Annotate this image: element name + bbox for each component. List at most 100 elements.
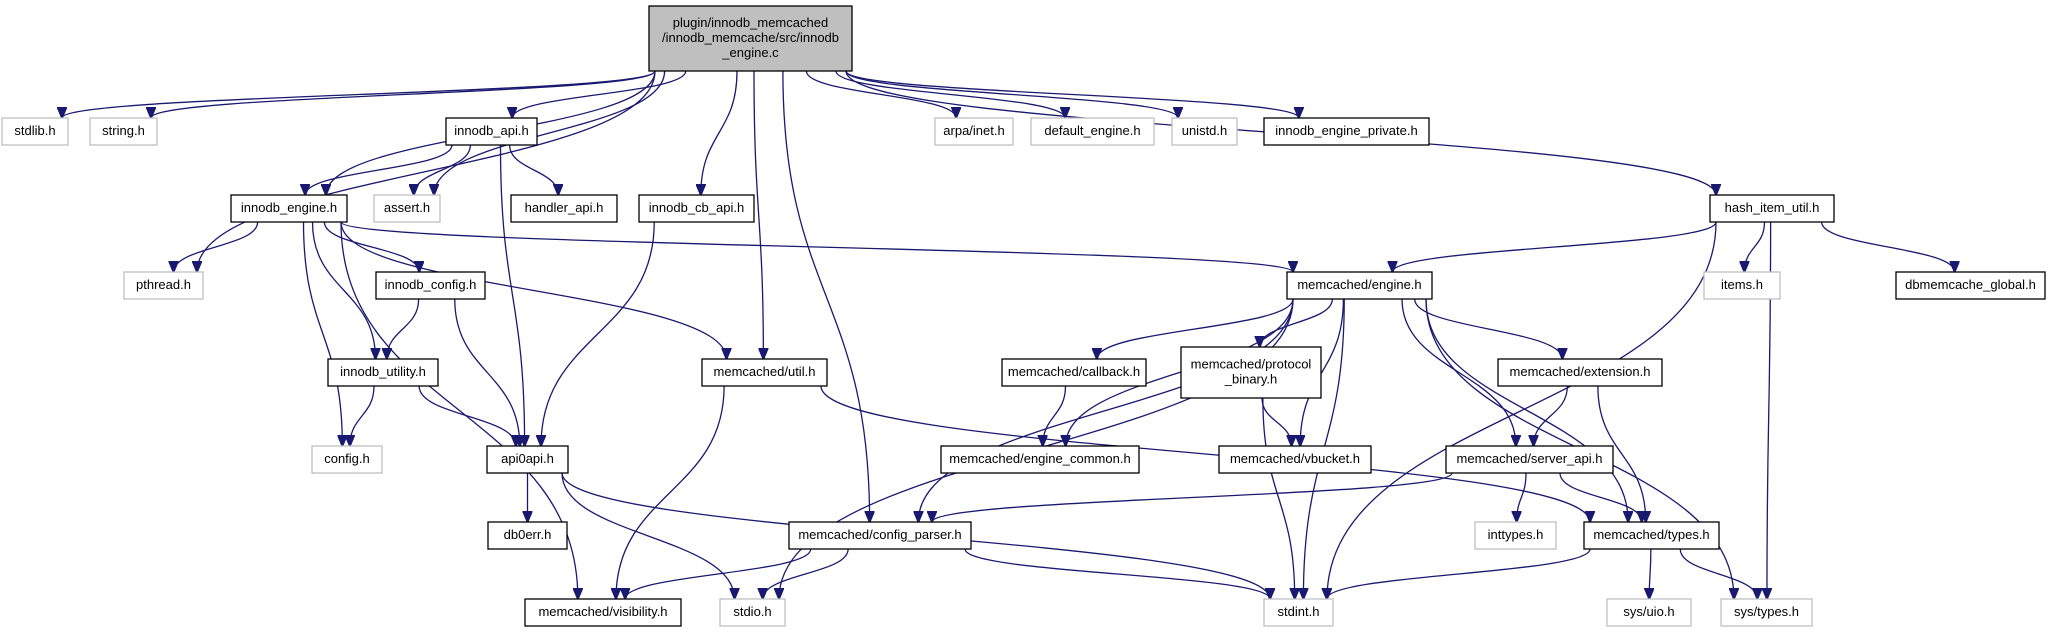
- edge-root-to-innodb_api: [512, 70, 687, 118]
- edge-mc_util-to-mc_types: [820, 385, 1590, 522]
- node-label: arpa/inet.h: [943, 123, 1004, 138]
- node-mc_config_parser[interactable]: memcached/config_parser.h: [788, 521, 972, 550]
- edge-innodb_cb_api-to-api0api: [541, 221, 655, 446]
- edge-mc_engine-to-mc_engine_common: [1066, 298, 1294, 446]
- node-box: [1474, 521, 1557, 550]
- edge-innodb_config-to-api0api: [454, 298, 520, 446]
- node-inttypes: inttypes.h: [1474, 521, 1557, 550]
- node-label: innodb_engine.h: [241, 200, 337, 215]
- edge-root-to-innodb_cb_api: [701, 70, 738, 195]
- node-box: [375, 271, 486, 300]
- node-label: inttypes.h: [1488, 527, 1544, 542]
- node-innodb_utility[interactable]: innodb_utility.h: [327, 358, 439, 387]
- node-innodb_api[interactable]: innodb_api.h: [445, 117, 538, 146]
- node-mc_engine[interactable]: memcached/engine.h: [1286, 271, 1433, 300]
- node-label: stdlib.h: [14, 123, 55, 138]
- node-label: stdio.h: [733, 604, 771, 619]
- edge-mc_server_api-to-inttypes: [1517, 472, 1527, 522]
- node-box: [1497, 358, 1663, 387]
- node-box: [1263, 117, 1430, 146]
- node-box: [701, 358, 828, 387]
- node-mc_vbucket[interactable]: memcached/vbucket.h: [1218, 445, 1372, 474]
- node-innodb_engine_private[interactable]: innodb_engine_private.h: [1263, 117, 1430, 146]
- edge-innodb_api-to-assert: [414, 144, 472, 195]
- node-api0api[interactable]: api0api.h: [486, 445, 569, 474]
- node-innodb_config[interactable]: innodb_config.h: [375, 271, 486, 300]
- edge-innodb_config-to-innodb_utility: [387, 298, 420, 359]
- node-default_engine: default_engine.h: [1030, 117, 1155, 146]
- node-label: /innodb_memcache/src/innodb: [662, 30, 839, 45]
- node-label: _engine.c: [721, 45, 779, 60]
- node-label: dbmemcache_global.h: [1905, 277, 2036, 292]
- node-box: [719, 598, 786, 627]
- node-innodb_cb_api[interactable]: innodb_cb_api.h: [638, 194, 755, 223]
- node-label: plugin/innodb_memcached: [673, 15, 828, 30]
- node-box: [1895, 271, 2046, 300]
- node-box: [510, 194, 618, 223]
- node-box: [1030, 117, 1155, 146]
- node-label: memcached/engine_common.h: [949, 451, 1130, 466]
- node-box: [1286, 271, 1433, 300]
- edge-hash_item_util-to-stdint: [1327, 221, 1717, 599]
- node-box: [89, 117, 158, 146]
- edge-api0api-to-stdio: [561, 472, 735, 599]
- edge-mc_engine-to-mc_extension: [1413, 298, 1563, 359]
- edge-mc_protocol_binary-to-mc_vbucket: [1261, 397, 1291, 446]
- node-hash_item_util[interactable]: hash_item_util.h: [1709, 194, 1835, 223]
- node-mc_server_api[interactable]: memcached/server_api.h: [1445, 445, 1614, 474]
- node-mc_visibility[interactable]: memcached/visibility.h: [524, 598, 682, 627]
- node-label: memcached/engine.h: [1297, 277, 1421, 292]
- node-sys_uio: sys/uio.h: [1606, 598, 1692, 627]
- edge-hash_item_util-to-mc_engine: [1393, 221, 1717, 272]
- edge-mc_engine-to-mc_protocol_binary: [1260, 298, 1334, 347]
- edge-innodb_engine_h-to-mc_util: [340, 221, 726, 359]
- node-mc_extension[interactable]: memcached/extension.h: [1497, 358, 1663, 387]
- node-mc_callback[interactable]: memcached/callback.h: [1001, 358, 1147, 387]
- node-box: [1180, 346, 1322, 399]
- node-label: pthread.h: [136, 277, 191, 292]
- node-box: [311, 445, 383, 474]
- node-root[interactable]: plugin/innodb_memcached/innodb_memcache/…: [648, 5, 853, 72]
- node-box: [1001, 358, 1147, 387]
- node-label: sys/uio.h: [1623, 604, 1674, 619]
- node-dbmemcache_global[interactable]: dbmemcache_global.h: [1895, 271, 2046, 300]
- node-label: innodb_api.h: [454, 123, 528, 138]
- node-pthread: pthread.h: [123, 271, 204, 300]
- node-handler_api[interactable]: handler_api.h: [510, 194, 618, 223]
- edge-mc_extension-to-mc_server_api: [1534, 385, 1569, 446]
- edge-innodb_engine_h-to-pthread: [174, 221, 259, 272]
- edge-mc_config_parser-to-stdint: [964, 548, 1270, 599]
- node-label: innodb_cb_api.h: [649, 200, 744, 215]
- node-mc_types[interactable]: memcached/types.h: [1583, 521, 1720, 550]
- node-mc_util[interactable]: memcached/util.h: [701, 358, 828, 387]
- edges-layer: [62, 70, 1955, 599]
- node-label: innodb_engine_private.h: [1275, 123, 1417, 138]
- node-label: memcached/visibility.h: [538, 604, 667, 619]
- node-box: [1703, 271, 1781, 300]
- node-box: [648, 5, 853, 72]
- node-box: [327, 358, 439, 387]
- node-label: memcached/protocol: [1191, 357, 1312, 372]
- node-box: [1171, 117, 1238, 146]
- edge-innodb_utility-to-config: [350, 385, 375, 446]
- edge-innodb_api-to-innodb_engine_h: [305, 144, 453, 195]
- node-innodb_engine_h[interactable]: innodb_engine.h: [230, 194, 348, 223]
- edge-mc_config_parser-to-stdio: [763, 548, 849, 599]
- node-db0err[interactable]: db0err.h: [487, 521, 568, 550]
- node-mc_protocol_binary[interactable]: memcached/protocol_binary.h: [1180, 346, 1322, 399]
- node-label: memcached/config_parser.h: [798, 527, 961, 542]
- edge-mc_engine-to-mc_config_parser: [918, 298, 1294, 522]
- node-box: [1445, 445, 1614, 474]
- edge-root-to-assert: [434, 70, 666, 195]
- node-box: [638, 194, 755, 223]
- node-box: [230, 194, 348, 223]
- node-string: string.h: [89, 117, 158, 146]
- node-label: memcached/vbucket.h: [1230, 451, 1360, 466]
- node-box: [524, 598, 682, 627]
- node-label: api0api.h: [501, 451, 554, 466]
- node-mc_engine_common[interactable]: memcached/engine_common.h: [940, 445, 1140, 474]
- node-label: sys/types.h: [1734, 604, 1799, 619]
- edge-root-to-mc_util: [753, 70, 763, 359]
- edge-mc_protocol_binary-to-stdint: [1262, 397, 1295, 599]
